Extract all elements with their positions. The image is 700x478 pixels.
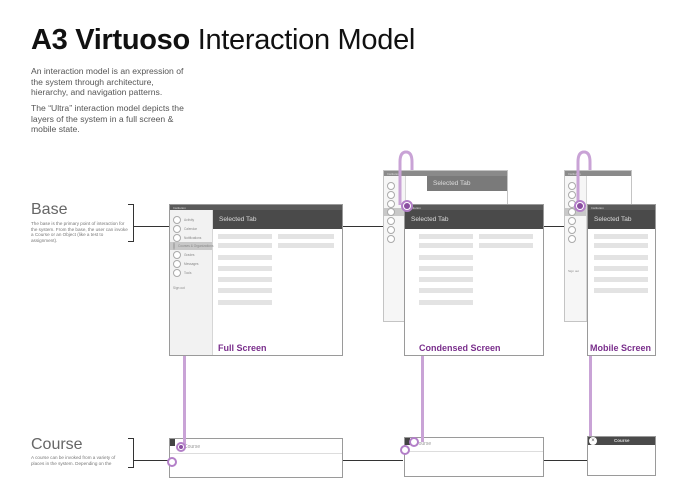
nav-item-calendar[interactable]: Calendar <box>173 225 197 233</box>
course-section-title: Course <box>31 436 83 453</box>
course-connector-line <box>134 460 169 461</box>
course-bracket <box>128 438 134 468</box>
condensed-screen-mockup: Institution Selected Tab Condensed Scree… <box>404 204 544 356</box>
full-flow-node-lower <box>167 457 177 467</box>
base-section-title: Base <box>31 201 68 218</box>
intro-paragraph-2: The “Ultra” interaction model depicts th… <box>31 103 184 135</box>
course-full-label: Course <box>184 444 201 450</box>
page-title: A3 Virtuoso Interaction Model <box>31 24 416 56</box>
nav-item-courses[interactable]: Courses & Organizations <box>170 242 213 250</box>
course-condensed-label: Course <box>415 441 432 447</box>
course-mobile-label: Course <box>614 438 630 443</box>
nav-item-notifications[interactable]: Notifications <box>173 234 201 242</box>
condensed-flow-arc <box>398 150 414 205</box>
condensed-flow-line <box>421 356 424 442</box>
base-bracket <box>128 204 134 242</box>
full-to-condensed-connector <box>343 226 383 227</box>
base-section-description: The base is the primary point of interac… <box>31 221 128 243</box>
full-flow-line <box>183 356 186 446</box>
course-full-mockup: Course <box>169 438 343 478</box>
full-nav-panel: Activity Calendar Notifications Courses … <box>170 210 213 355</box>
nav-signout[interactable]: Sign out <box>173 286 185 290</box>
mobile-selected-tab-header[interactable]: Selected Tab <box>588 210 655 229</box>
nav-item-grades[interactable]: Grades <box>173 251 194 259</box>
course-full-to-condensed-connector <box>343 460 403 461</box>
course-condensed-to-mobile-connector <box>544 460 588 461</box>
condensed-flow-node-dot <box>404 203 410 209</box>
nav-item-tools[interactable]: Tools <box>173 269 191 277</box>
course-condensed-mockup: Course <box>404 437 544 477</box>
mobile-flow-arc <box>576 150 592 205</box>
condensed-course-node-lower <box>400 445 410 455</box>
condensed-app-header: Institution <box>405 205 543 210</box>
mobile-app-header: Institution <box>588 205 655 210</box>
course-mobile-mockup: Course × <box>587 436 656 476</box>
mobile-flow-line <box>589 356 592 436</box>
full-selected-tab-header[interactable]: Selected Tab <box>213 210 342 229</box>
full-screen-label: Full Screen <box>218 343 267 353</box>
base-connector-line <box>134 226 169 227</box>
condensed-screen-label: Condensed Screen <box>419 343 501 353</box>
mobile-screen-label: Mobile Screen <box>590 343 652 353</box>
mobile-screen-mockup: Institution Selected Tab Mobile Screen <box>587 204 656 356</box>
course-section-description: A course can be invoked from a variety o… <box>31 455 116 466</box>
nav-item-activity[interactable]: Activity <box>173 216 194 224</box>
condensed-course-node <box>409 437 419 447</box>
condensed-selected-tab-header[interactable]: Selected Tab <box>405 210 543 229</box>
full-screen-mockup: Institution Activity Calendar Notificati… <box>169 204 343 356</box>
full-app-header: Institution <box>170 205 342 210</box>
close-icon[interactable]: × <box>589 437 597 445</box>
intro-paragraph-1: An interaction model is an expression of… <box>31 66 184 98</box>
full-flow-node-dot <box>179 445 183 449</box>
condensed-to-mobile-connector <box>544 226 564 227</box>
nav-item-messages[interactable]: Messages <box>173 260 199 268</box>
mobile-flow-node-dot <box>577 203 583 209</box>
